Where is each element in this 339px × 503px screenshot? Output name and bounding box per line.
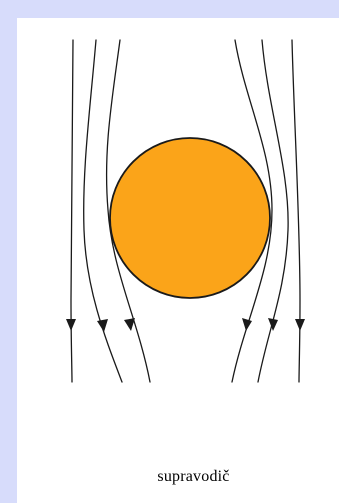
field-line-right-1 [292, 40, 300, 382]
arrow-left-3 [124, 318, 135, 331]
arrow-right-2 [268, 318, 278, 331]
arrow-right-3 [242, 318, 252, 331]
arrow-right-1 [295, 319, 305, 331]
caption-text-wrap: supravodič [0, 468, 339, 486]
field-line-left-1 [71, 40, 73, 382]
caption-label: supravodič [157, 468, 229, 486]
arrow-left-1 [66, 319, 76, 331]
superconductor-sphere [110, 138, 270, 298]
